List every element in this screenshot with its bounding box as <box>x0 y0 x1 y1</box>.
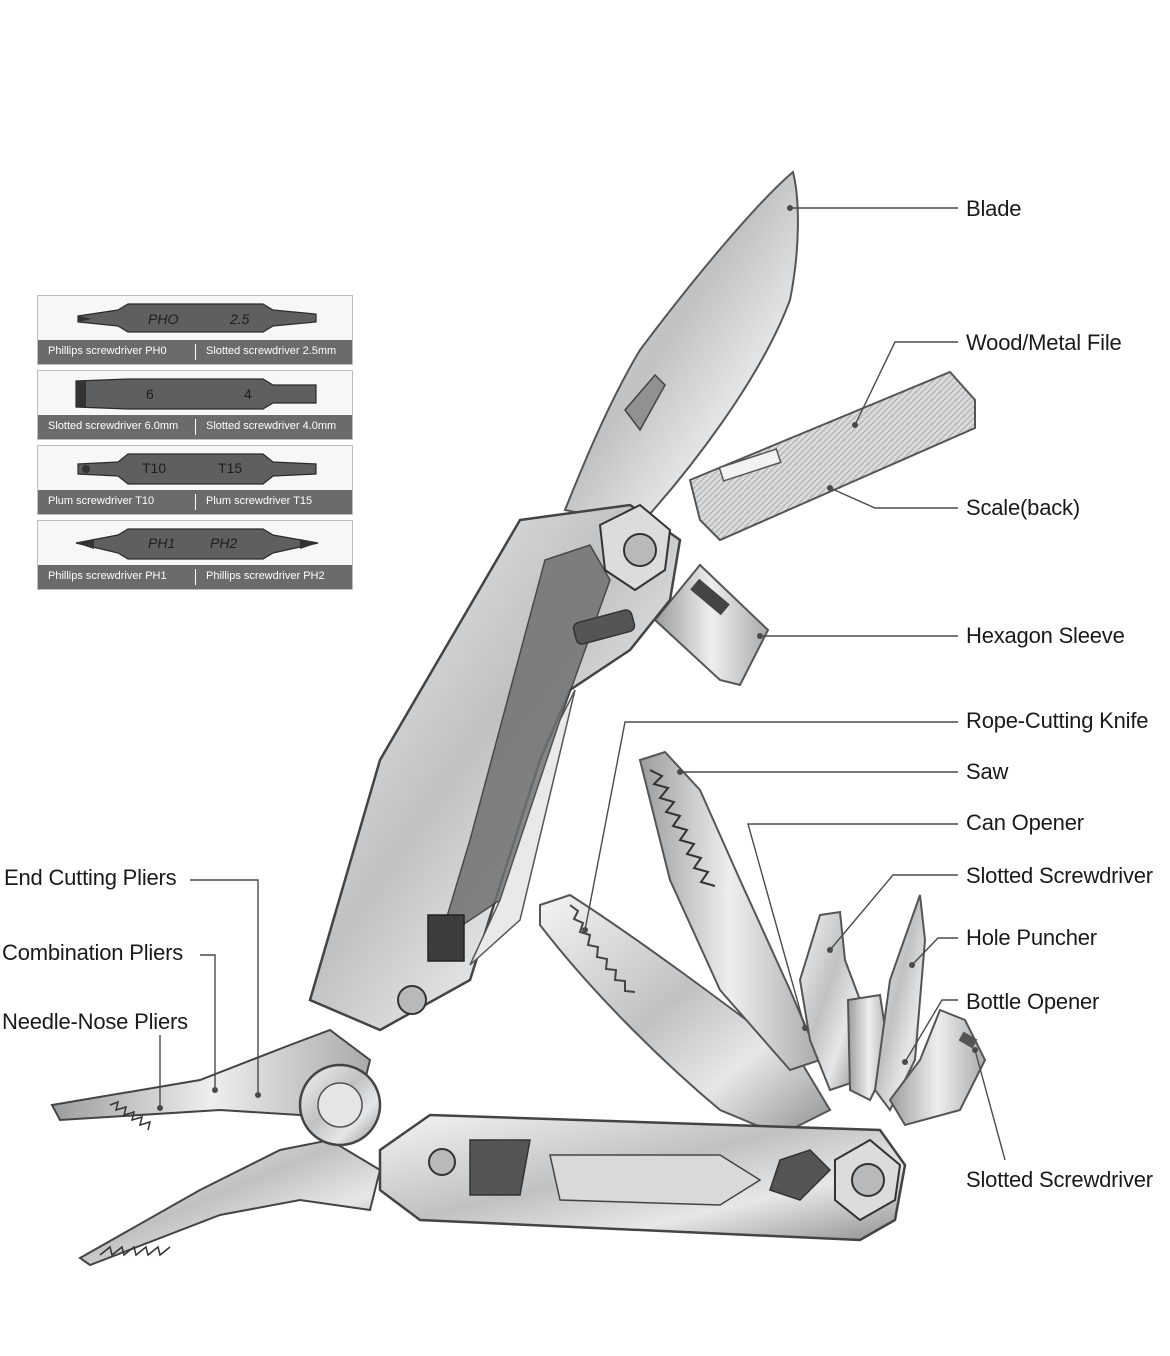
hex-sleeve-shape <box>653 563 770 687</box>
bit-caption: Plum screwdriver T10 Plum screwdriver T1… <box>38 490 352 514</box>
bit-label-left: Phillips screwdriver PH1 <box>48 570 167 582</box>
file-shape <box>688 370 976 542</box>
label-can-opener: Can Opener <box>966 810 1084 835</box>
label-slotted-screwdriver-top: Slotted Screwdriver <box>966 863 1153 888</box>
label-end-cutting-pliers: End Cutting Pliers <box>4 865 177 890</box>
label-hole-puncher: Hole Puncher <box>966 925 1097 950</box>
caption-divider <box>195 344 196 360</box>
label-combination-pliers: Combination Pliers <box>2 940 184 965</box>
bit-caption: Phillips screwdriver PH0 Slotted screwdr… <box>38 340 352 364</box>
rope-knife-shape <box>539 893 832 1137</box>
bit-label-right: Slotted screwdriver 4.0mm <box>206 420 337 432</box>
bit-card-ph0-2.5: PHO 2.5 Phillips screwdriver PH0 Slotted… <box>37 295 353 365</box>
label-bottle-opener: Bottle Opener <box>966 989 1100 1014</box>
bit-label-left: Phillips screwdriver PH0 <box>48 345 167 357</box>
bit-label-right: Slotted screwdriver 2.5mm <box>206 345 337 357</box>
label-saw: Saw <box>966 759 1009 784</box>
bit-mark-right: T15 <box>218 460 243 476</box>
blade-shape <box>563 170 799 527</box>
label-needle-nose-pliers: Needle-Nose Pliers <box>2 1009 188 1034</box>
label-hexagon-sleeve: Hexagon Sleeve <box>966 623 1125 648</box>
bit-mark-right: 4 <box>244 386 252 402</box>
bit-mark-left: PH1 <box>148 535 176 551</box>
label-slotted-screwdriver-bottom: Slotted Screwdriver <box>966 1167 1153 1192</box>
label-wood-metal-file: Wood/Metal File <box>966 330 1122 355</box>
bit-card-t10-t15: T10 T15 Plum screwdriver T10 Plum screwd… <box>37 445 353 515</box>
label-rope-cutting-knife: Rope-Cutting Knife <box>966 708 1149 733</box>
caption-divider <box>195 419 196 435</box>
bit-label-right: Phillips screwdriver PH2 <box>206 570 325 582</box>
bit-card-ph1-ph2: PH1 PH2 Phillips screwdriver PH1 Phillip… <box>37 520 353 590</box>
bit-label-left: Plum screwdriver T10 <box>48 495 155 507</box>
leader-lines <box>159 207 1006 1161</box>
bit-image <box>77 303 317 333</box>
bit-mark-left: T10 <box>142 460 167 476</box>
caption-divider <box>195 494 196 510</box>
label-scale-back: Scale(back) <box>966 495 1080 520</box>
bit-caption: Phillips screwdriver PH1 Phillips screwd… <box>38 565 352 589</box>
bit-mark-left: 6 <box>146 386 154 402</box>
pliers-lower-jaw <box>78 1138 382 1267</box>
bit-mark-left: PHO <box>148 311 179 327</box>
bit-mark-right: 2.5 <box>230 311 250 327</box>
label-blade: Blade <box>966 196 1022 221</box>
bit-image <box>75 378 317 410</box>
bit-image <box>77 453 317 485</box>
hole-puncher-shape <box>873 894 927 1112</box>
bit-label-left: Slotted screwdriver 6.0mm <box>48 420 179 432</box>
caption-divider <box>195 569 196 585</box>
bit-mark-right: PH2 <box>210 535 238 551</box>
bit-card-6-4: 6 4 Slotted screwdriver 6.0mm Slotted sc… <box>37 370 353 440</box>
bit-caption: Slotted screwdriver 6.0mm Slotted screwd… <box>38 415 352 439</box>
bit-image <box>75 528 319 560</box>
bit-label-right: Plum screwdriver T15 <box>206 495 313 507</box>
